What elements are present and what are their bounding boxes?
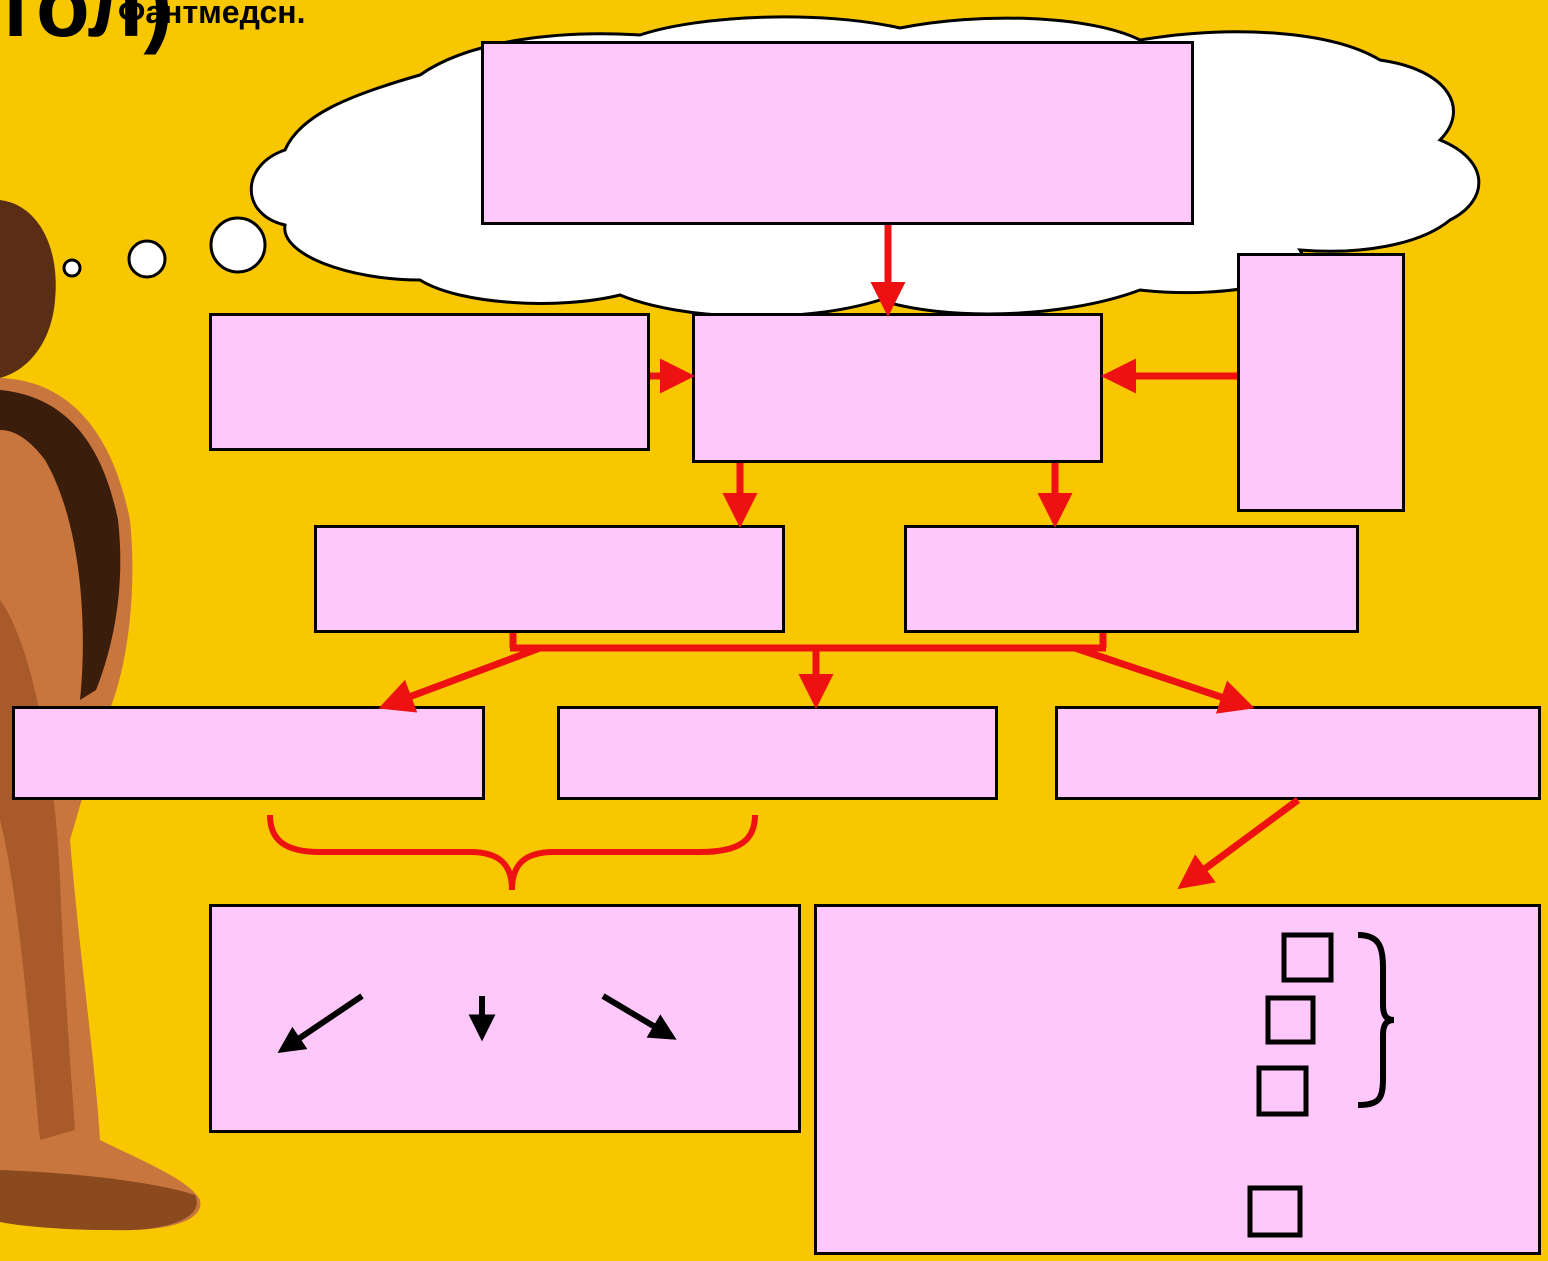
middle-right-box	[904, 525, 1359, 633]
thought-bubble-icon	[127, 239, 167, 279]
lower-center-box	[557, 706, 998, 800]
right-tall-box	[1237, 253, 1405, 512]
page-subtitle: Фантмедсн.	[118, 0, 306, 30]
thought-bubble-icon	[209, 216, 267, 274]
left-input-box	[209, 313, 650, 451]
figure-head	[0, 200, 56, 378]
page-title: тол)	[0, 0, 173, 55]
figure-sandal	[0, 1170, 197, 1231]
bottom-left-box	[209, 904, 801, 1133]
center-box	[692, 313, 1103, 463]
top-box	[481, 41, 1194, 225]
lower-right-box	[1055, 706, 1541, 800]
lower-left-box	[12, 706, 485, 800]
figure-cloak	[0, 390, 121, 700]
middle-left-box	[314, 525, 785, 633]
bottom-right-box	[814, 904, 1541, 1255]
thought-bubble-icon	[62, 258, 82, 278]
